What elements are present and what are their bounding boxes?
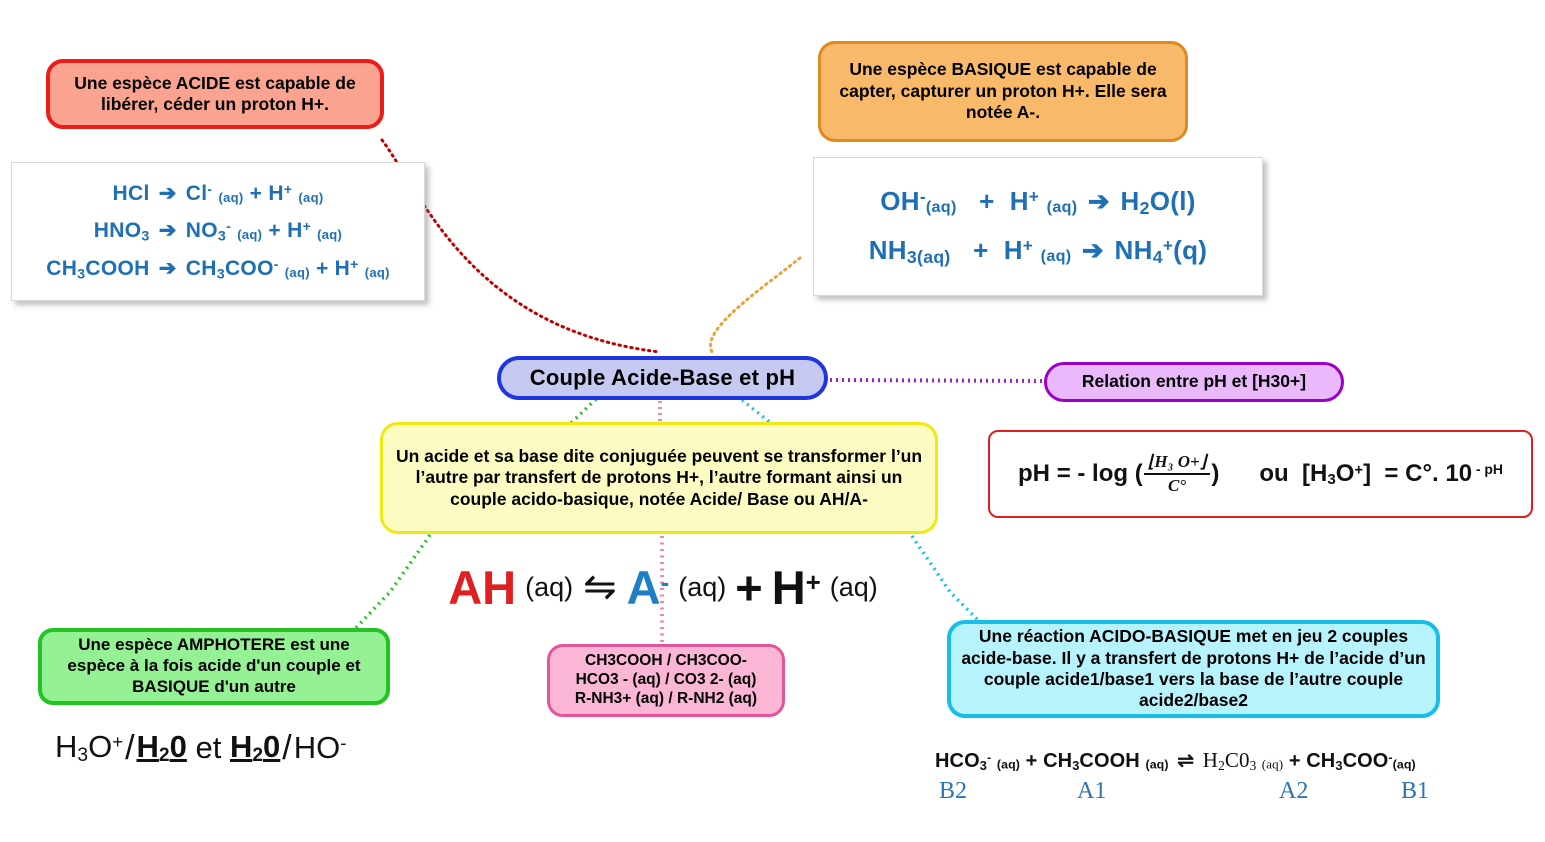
- connector-basique-to-center: [708, 256, 802, 354]
- couple-example-line-3: R-NH3+ (aq) / R-NH2 (aq): [574, 689, 758, 707]
- center-node-couple-acide-base[interactable]: Couple Acide-Base et pH: [497, 356, 828, 400]
- ph-formula-lhs: pH: [1018, 460, 1051, 487]
- basique-definition-box: Une espèce BASIQUE est capable de capter…: [818, 41, 1188, 142]
- reaction-acido-basique-box: Une réaction ACIDO-BASIQUE met en jeu 2 …: [947, 620, 1440, 718]
- conjugate-couple-box: Un acide et sa base dite conjuguée peuve…: [380, 422, 938, 534]
- basique-definition-text: Une espèce BASIQUE est capable de capter…: [839, 59, 1167, 123]
- amphoteric-slash-1: /: [125, 728, 135, 767]
- ph-formula-denominator: C°: [1167, 476, 1187, 495]
- acide-definition-text: Une espèce ACIDE est capable de libérer,…: [74, 72, 356, 114]
- acide-definition-box: Une espèce ACIDE est capable de libérer,…: [46, 59, 384, 129]
- reaction-label-b1: B1: [1401, 777, 1430, 804]
- reaction-label-a1: A1: [1077, 777, 1107, 804]
- ph-formula-ou: ou: [1259, 460, 1289, 487]
- base-equation-1: OH-(aq) + H+ (aq) ➔ H2O(l): [880, 185, 1196, 218]
- connector-center-to-relation: [829, 378, 1047, 383]
- ah-acid-state: (aq): [525, 571, 574, 602]
- bottom-reaction-example: HCO3- (aq) + CH3COOH (aq) ⇌ H2C03 (aq) +…: [935, 748, 1480, 808]
- bottom-reaction-labels: B2 A1 A2 B1: [935, 778, 1480, 808]
- couples-examples-text: CH3COOH / CH3COO- HCO3 - (aq) / CO3 2- (…: [550, 652, 782, 709]
- acid-equation-2: HNO3 ➔ NO3- (aq) + H+ (aq): [93, 217, 343, 245]
- ph-formula-numerator: ⌊H₃ O+⌋: [1143, 452, 1211, 475]
- ah-base-state: (aq): [678, 571, 727, 602]
- couples-examples-box: CH3COOH / CH3COO- HCO3 - (aq) / CO3 2- (…: [547, 644, 785, 717]
- ah-proton-state: (aq): [829, 571, 878, 602]
- base-equation-2: NH3(aq) + H+ (aq) ➔ NH4+(q): [868, 234, 1208, 267]
- ph-formula-row: pH = - log ( ⌊H₃ O+⌋ C° ) ou [H3O+] = C°…: [1018, 452, 1503, 496]
- amphoteric-slash-2: /: [282, 728, 292, 767]
- ah-equilibrium-equation: AH (aq) ⇋ A- (aq) + H+ (aq): [398, 556, 928, 618]
- amphoteric-example-equation: H3O+ / H20 et H20 / HO-: [55, 722, 405, 774]
- conjugate-couple-text: Un acide et sa base dite conjuguée peuve…: [395, 445, 923, 509]
- amphotere-definition-text: Une espèce AMPHOTERE est une espèce à la…: [67, 635, 361, 696]
- relation-ph-label: Relation entre pH et [H30+]: [1081, 371, 1307, 392]
- amphotere-definition-box: Une espèce AMPHOTERE est une espèce à la…: [38, 628, 390, 705]
- amphoteric-et: et: [186, 730, 230, 765]
- ph-formula-close: ): [1211, 460, 1220, 487]
- bottom-reaction-equation: HCO3- (aq) + CH3COOH (aq) ⇌ H2C03 (aq) +…: [935, 748, 1416, 773]
- ah-base-species: A-: [626, 560, 670, 614]
- amphoteric-h3o: H3O+: [55, 728, 124, 767]
- amphoteric-ho: HO-: [293, 730, 347, 765]
- ph-formula-rhs: [H3O+] = C°. 10 - pH: [1302, 459, 1503, 488]
- connector-center-to-cyan-upper: [740, 398, 774, 426]
- reaction-acido-basique-text: Une réaction ACIDO-BASIQUE met en jeu 2 …: [961, 626, 1426, 711]
- amphoteric-h2o-1: H20: [136, 728, 187, 767]
- acid-equation-3: CH3COOH ➔ CH3COO- (aq) + H+ (aq): [46, 256, 390, 283]
- ah-acid-species: AH: [448, 560, 517, 614]
- couple-example-line-1: CH3COOH / CH3COO-: [585, 652, 747, 670]
- ah-plus-sign: +: [735, 560, 763, 614]
- acid-equation-1: HCl ➔ Cl- (aq) + H+ (aq): [112, 180, 324, 205]
- relation-ph-node[interactable]: Relation entre pH et [H30+]: [1044, 362, 1344, 402]
- couple-example-line-2: HCO3 - (aq) / CO3 2- (aq): [575, 671, 757, 689]
- connector-center-to-green-upper: [568, 397, 598, 426]
- reaction-label-a2: A2: [1279, 777, 1309, 804]
- ah-proton-species: H+: [771, 560, 821, 614]
- reaction-label-b2: B2: [939, 777, 968, 804]
- ph-formula-equals: =: [1056, 460, 1071, 487]
- ph-formula-fraction: ⌊H₃ O+⌋ C°: [1143, 452, 1211, 496]
- ph-formula-minuslog: - log (: [1077, 460, 1143, 487]
- center-node-label: Couple Acide-Base et pH: [529, 364, 796, 390]
- amphoteric-h2o-2: H20: [229, 728, 281, 767]
- equilibrium-arrow-icon: ⇋: [583, 565, 617, 609]
- acid-equations-panel: HCl ➔ Cl- (aq) + H+ (aq) HNO3 ➔ NO3- (aq…: [11, 162, 425, 301]
- ph-formula-box: pH = - log ( ⌊H₃ O+⌋ C° ) ou [H3O+] = C°…: [988, 430, 1533, 518]
- base-equations-panel: OH-(aq) + H+ (aq) ➔ H2O(l) NH3(aq) + H+ …: [813, 157, 1263, 296]
